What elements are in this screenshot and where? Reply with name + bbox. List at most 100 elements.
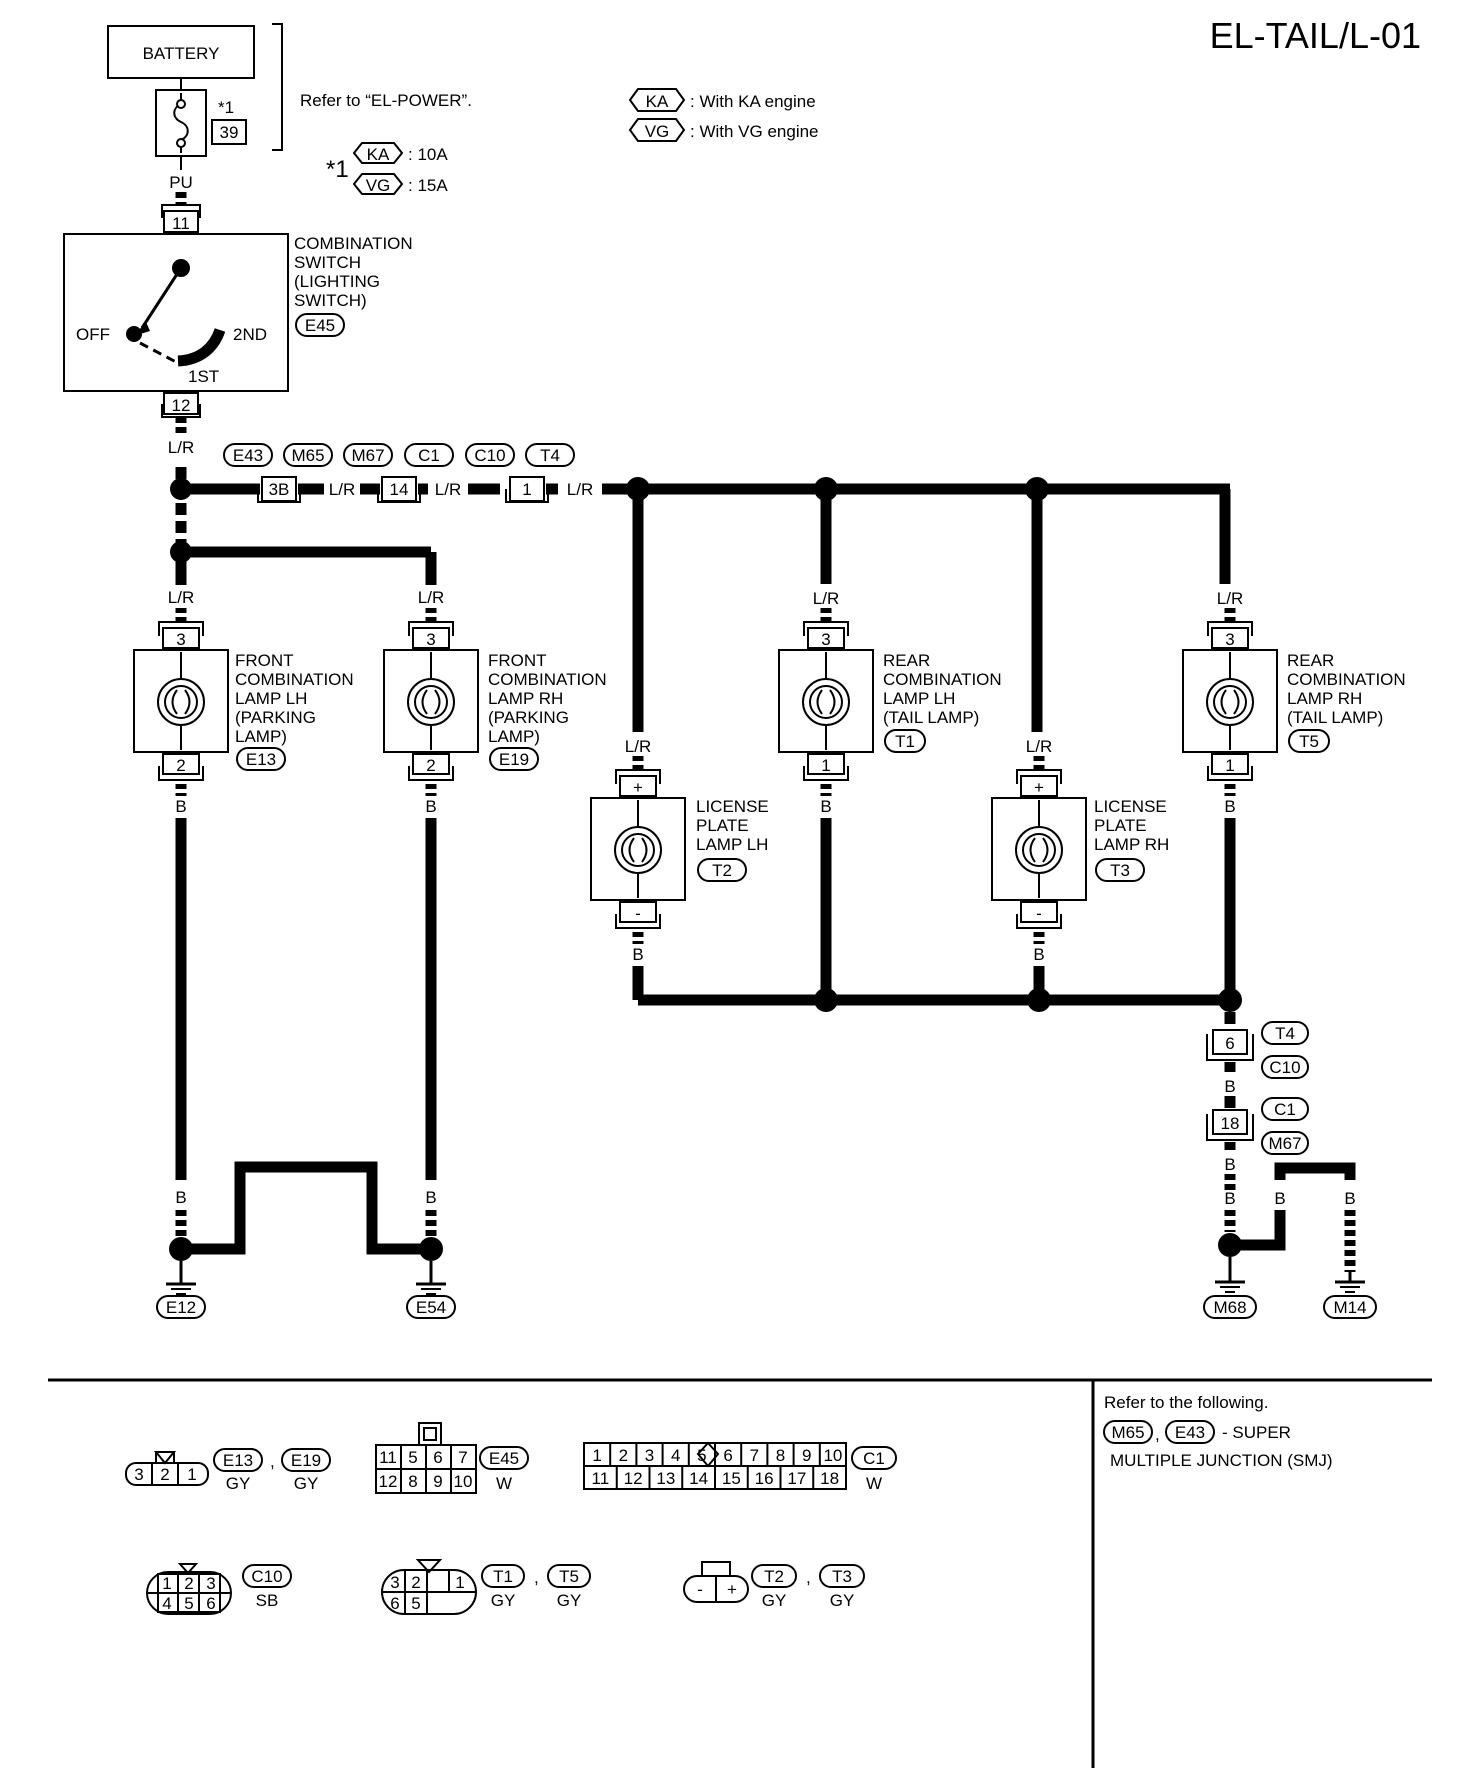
svg-text:T4: T4 [1275, 1024, 1295, 1043]
svg-text:1: 1 [455, 1573, 464, 1592]
svg-text:GY: GY [557, 1591, 582, 1610]
svg-text:(TAIL LAMP): (TAIL LAMP) [883, 708, 979, 727]
svg-text:1: 1 [522, 480, 531, 499]
c1-pin: 9 [802, 1446, 811, 1465]
c1-pin: 17 [787, 1469, 806, 1488]
svg-text:8: 8 [408, 1472, 417, 1491]
svg-text:(TAIL LAMP): (TAIL LAMP) [1287, 708, 1383, 727]
svg-text:LAMP): LAMP) [235, 727, 287, 746]
svg-text:2: 2 [176, 756, 185, 775]
svg-text:T2: T2 [712, 861, 732, 880]
svg-text:10: 10 [454, 1472, 473, 1491]
svg-text:C1: C1 [1274, 1100, 1296, 1119]
svg-text:FRONT: FRONT [235, 651, 294, 670]
svg-text:B: B [632, 945, 643, 964]
svg-text:3: 3 [426, 630, 435, 649]
c1-pin: 3 [645, 1446, 654, 1465]
svg-text:COMBINATION: COMBINATION [883, 670, 1002, 689]
c1-pin: 1 [592, 1446, 601, 1465]
junction-connectors: E43 M65 M67 C1 C10 T4 [223, 443, 575, 467]
svg-text:L/R: L/R [435, 480, 461, 499]
svg-text:SWITCH): SWITCH) [294, 291, 367, 310]
svg-text:E12: E12 [166, 1298, 196, 1317]
svg-text:M14: M14 [1333, 1298, 1366, 1317]
legend: KA : With KA engine VG : With VG engine [628, 88, 819, 142]
svg-text:6: 6 [1225, 1034, 1234, 1053]
c1-pin: 12 [624, 1469, 643, 1488]
svg-text:MULTIPLE JUNCTION (SMJ): MULTIPLE JUNCTION (SMJ) [1110, 1451, 1333, 1470]
svg-text:1: 1 [1225, 756, 1234, 775]
svg-text:- SUPER: - SUPER [1222, 1423, 1291, 1442]
svg-text:LAMP LH: LAMP LH [235, 689, 307, 708]
c1-pin: 5 [697, 1446, 706, 1465]
svg-text:7: 7 [458, 1448, 467, 1467]
svg-text:+: + [1034, 778, 1044, 797]
front-combination-lamp-rh: 3 2 FRONT COMBINATION LAMP RH (PARKING L… [383, 621, 607, 781]
svg-text:6: 6 [390, 1594, 399, 1613]
connector-pin-6: 6 T4 C10 [1206, 1021, 1309, 1079]
svg-text:18: 18 [1221, 1114, 1240, 1133]
svg-text:E43: E43 [233, 446, 263, 465]
svg-text:,: , [270, 1452, 275, 1471]
svg-text:LICENSE: LICENSE [1094, 797, 1167, 816]
svg-text:Refer to the following.: Refer to the following. [1104, 1393, 1268, 1412]
svg-text:,: , [806, 1568, 811, 1587]
connector-view-e13-e19: 3 2 1 E13 GY , E19 GY [125, 1448, 331, 1493]
c1-pin: 13 [656, 1469, 675, 1488]
fuse: *1 39 [155, 89, 247, 157]
svg-text:B: B [175, 1188, 186, 1207]
svg-text:4: 4 [162, 1594, 171, 1613]
svg-text:3: 3 [134, 1465, 143, 1484]
svg-text:3: 3 [821, 630, 830, 649]
svg-text:1: 1 [187, 1465, 196, 1484]
svg-text:T3: T3 [832, 1567, 852, 1586]
svg-text:LAMP): LAMP) [488, 727, 540, 746]
rear-combination-lamp-rh: 3 1 REAR COMBINATION LAMP RH (TAIL LAMP)… [1182, 621, 1406, 781]
svg-text:5: 5 [411, 1594, 420, 1613]
svg-text:T1: T1 [895, 732, 915, 751]
refer-el-power: Refer to “EL-POWER”. [300, 91, 472, 110]
c1-pin: 16 [755, 1469, 774, 1488]
svg-text:3: 3 [206, 1574, 215, 1593]
svg-text:6: 6 [433, 1448, 442, 1467]
svg-text:M65: M65 [1111, 1423, 1144, 1442]
svg-text:B: B [820, 797, 831, 816]
svg-text:B: B [425, 797, 436, 816]
svg-text:L/R: L/R [567, 480, 593, 499]
license-plate-lamp-lh: + - LICENSE PLATE LAMP LH T2 [590, 769, 769, 929]
svg-text:COMBINATION: COMBINATION [1287, 670, 1406, 689]
c1-pin: 6 [723, 1446, 732, 1465]
svg-text:B: B [1224, 1155, 1235, 1174]
svg-text:T5: T5 [1299, 732, 1319, 751]
svg-text:E54: E54 [416, 1298, 446, 1317]
svg-text:2: 2 [426, 756, 435, 775]
svg-text:2: 2 [184, 1574, 193, 1593]
page-title: EL-TAIL/L-01 [1210, 15, 1421, 56]
svg-text:: With KA engine: : With KA engine [690, 92, 816, 111]
svg-text:KA: KA [646, 92, 669, 111]
svg-text:T3: T3 [1110, 861, 1130, 880]
svg-text:E13: E13 [246, 750, 276, 769]
fuse-number: 39 [220, 123, 239, 142]
svg-text:(PARKING: (PARKING [488, 708, 569, 727]
front-combination-lamp-lh: 3 2 FRONT COMBINATION LAMP LH (PARKING L… [133, 621, 354, 781]
svg-text:M68: M68 [1213, 1298, 1246, 1317]
svg-text:GY: GY [491, 1591, 516, 1610]
svg-text:B: B [1274, 1189, 1285, 1208]
svg-text:COMBINATION: COMBINATION [294, 234, 413, 253]
license-plate-lamp-rh: + - LICENSE PLATE LAMP RH T3 [991, 769, 1169, 929]
svg-text:,: , [534, 1568, 539, 1587]
svg-text:5: 5 [184, 1594, 193, 1613]
svg-text:E13: E13 [223, 1451, 253, 1470]
svg-text:L/R: L/R [329, 480, 355, 499]
svg-text:REAR: REAR [883, 651, 930, 670]
c1-pin: 10 [823, 1446, 842, 1465]
svg-text:2: 2 [411, 1573, 420, 1592]
svg-text:B: B [1224, 1189, 1235, 1208]
svg-text:L/R: L/R [1026, 737, 1052, 756]
svg-text:L/R: L/R [813, 589, 839, 608]
svg-text:VG: VG [645, 122, 670, 141]
svg-text:GY: GY [830, 1591, 855, 1610]
